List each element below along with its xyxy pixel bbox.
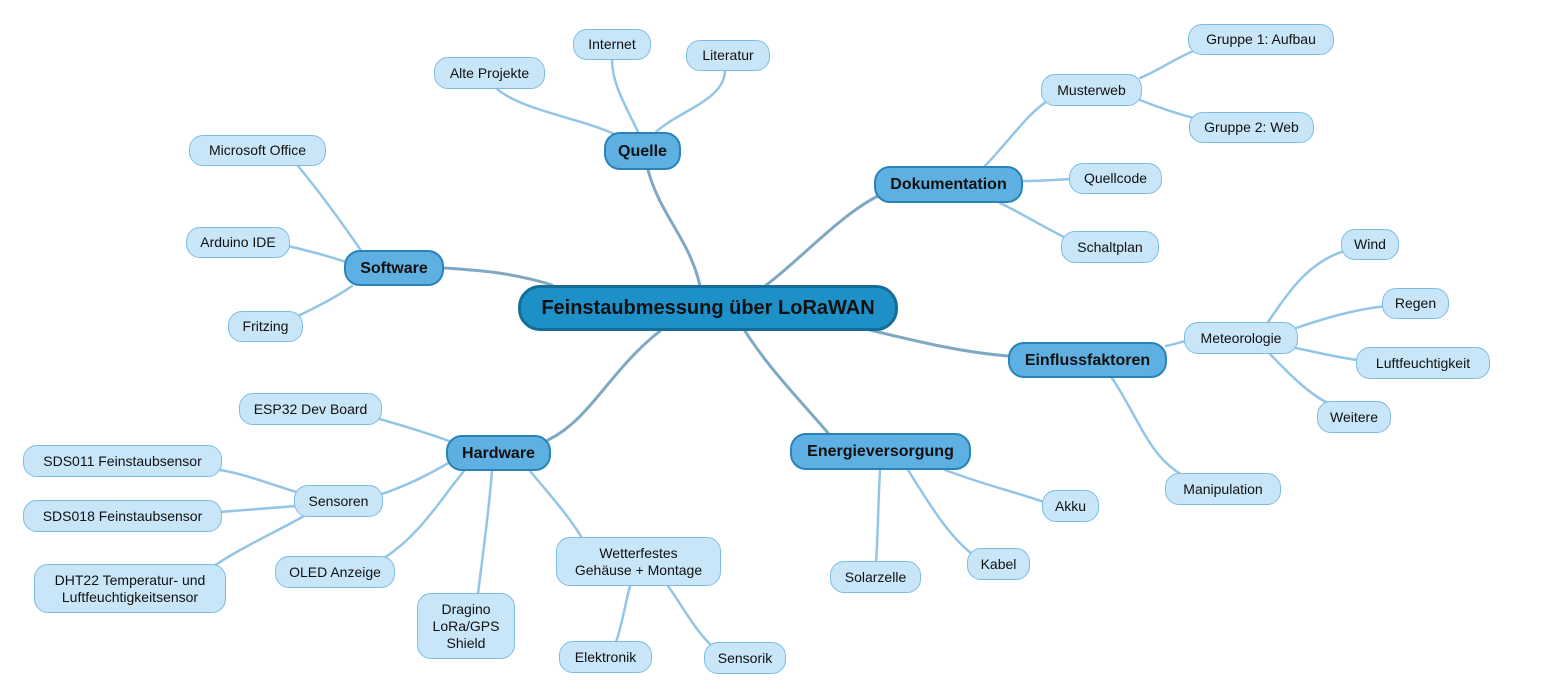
link-energie-kabel [906, 468, 974, 556]
subtopic-arduino-ide[interactable]: Arduino IDE [186, 227, 290, 258]
link-meteo-wind [1266, 248, 1350, 324]
subtopic-gehaeuse-montage[interactable]: Wetterfestes Gehäuse + Montage [556, 537, 721, 586]
subtopic-dragino-shield[interactable]: Dragino LoRa/GPS Shield [417, 593, 515, 659]
subtopic-luftfeuchtigkeit[interactable]: Luftfeuchtigkeit [1356, 347, 1490, 379]
subtopic-weitere[interactable]: Weitere [1317, 401, 1391, 433]
link-sensoren-sds011 [218, 468, 298, 494]
subtopic-sensoren[interactable]: Sensoren [294, 485, 383, 517]
link-energie-solar [874, 468, 882, 564]
link-meteo-luft [1294, 346, 1360, 362]
subtopic-manipulation[interactable]: Manipulation [1165, 473, 1281, 505]
subtopic-gruppe2-web[interactable]: Gruppe 2: Web [1189, 112, 1314, 143]
subtopic-sds011[interactable]: SDS011 Feinstaubsensor [23, 445, 222, 477]
subtopic-meteorologie[interactable]: Meteorologie [1184, 322, 1298, 354]
link-hw-esp32 [374, 416, 454, 444]
subtopic-wind[interactable]: Wind [1341, 229, 1399, 260]
subtopic-sensorik[interactable]: Sensorik [704, 642, 786, 674]
topic-software[interactable]: Software [344, 250, 444, 286]
topic-einflussfaktoren[interactable]: Einflussfaktoren [1008, 342, 1167, 378]
link-gehaeuse-sensorik [666, 584, 714, 648]
subtopic-musterweb[interactable]: Musterweb [1041, 74, 1142, 106]
link-quelle-alte [494, 86, 616, 136]
link-root-dokumentation [763, 194, 880, 288]
subtopic-kabel[interactable]: Kabel [967, 548, 1030, 580]
link-quelle-literatur [654, 68, 727, 134]
link-hw-oled [382, 469, 466, 560]
link-root-energie [743, 329, 830, 435]
subtopic-dht22[interactable]: DHT22 Temperatur- und Luftfeuchtigkeitse… [34, 564, 226, 613]
link-einfluss-manip [1110, 376, 1190, 480]
link-root-hardware [546, 329, 662, 442]
topic-dokumentation[interactable]: Dokumentation [874, 166, 1023, 203]
link-hw-sensoren [380, 460, 452, 496]
link-software-arduino [286, 244, 348, 264]
subtopic-oled-anzeige[interactable]: OLED Anzeige [275, 556, 395, 588]
link-quelle-internet [610, 58, 640, 134]
subtopic-microsoft-office[interactable]: Microsoft Office [189, 135, 326, 166]
subtopic-alte-projekte[interactable]: Alte Projekte [434, 57, 545, 89]
subtopic-schaltplan[interactable]: Schaltplan [1061, 231, 1159, 263]
link-software-fritzing [296, 284, 354, 318]
link-doku-quellcode [1020, 177, 1072, 183]
topic-quelle[interactable]: Quelle [604, 132, 681, 170]
link-doku-schaltplan [998, 201, 1068, 240]
link-hw-dragino [476, 469, 494, 596]
subtopic-gruppe1-aufbau[interactable]: Gruppe 1: Aufbau [1188, 24, 1334, 55]
link-gehaeuse-elektronik [614, 584, 632, 644]
subtopic-internet[interactable]: Internet [573, 29, 651, 60]
subtopic-literatur[interactable]: Literatur [686, 40, 770, 71]
subtopic-solarzelle[interactable]: Solarzelle [830, 561, 921, 593]
link-meteo-regen [1294, 304, 1388, 330]
link-root-software [442, 266, 554, 287]
subtopic-regen[interactable]: Regen [1382, 288, 1449, 319]
subtopic-sds018[interactable]: SDS018 Feinstaubsensor [23, 500, 222, 532]
topic-hardware[interactable]: Hardware [446, 435, 551, 471]
link-energie-akku [943, 468, 1046, 504]
link-sensoren-sds018 [218, 504, 298, 514]
link-root-einfluss [868, 328, 1010, 358]
subtopic-akku[interactable]: Akku [1042, 490, 1099, 522]
link-sensoren-dht22 [212, 514, 306, 568]
link-hw-gehaeuse [528, 469, 584, 540]
subtopic-esp32-dev-board[interactable]: ESP32 Dev Board [239, 393, 382, 425]
topic-energieversorgung[interactable]: Energieversorgung [790, 433, 971, 470]
link-musterweb-g1 [1138, 48, 1198, 80]
link-software-office [296, 164, 364, 254]
subtopic-elektronik[interactable]: Elektronik [559, 641, 652, 673]
subtopic-fritzing[interactable]: Fritzing [228, 311, 303, 342]
root-topic[interactable]: Feinstaubmessung über LoRaWAN [518, 285, 898, 331]
link-root-quelle [646, 168, 702, 288]
link-meteo-weitere [1268, 352, 1332, 406]
subtopic-quellcode[interactable]: Quellcode [1069, 163, 1162, 194]
link-doku-musterweb [983, 96, 1054, 168]
link-musterweb-g2 [1138, 98, 1196, 120]
